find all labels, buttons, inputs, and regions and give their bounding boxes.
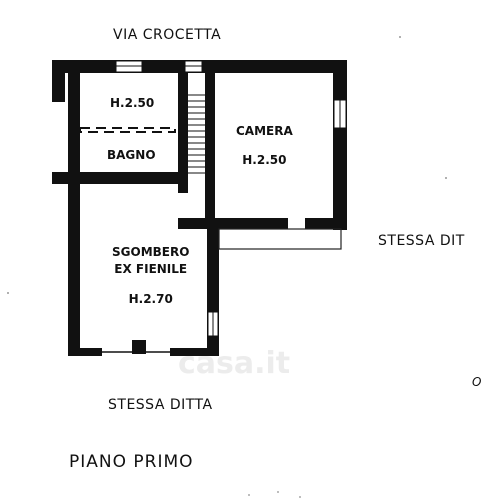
room-sgombero-label2: EX FIENILE xyxy=(114,262,188,277)
wall-stair-right xyxy=(205,73,215,219)
wall-bagno-bottom xyxy=(52,172,180,184)
wall-sgombero-bottom-right xyxy=(170,348,219,356)
room-upper-left-label: H.2.50 xyxy=(110,96,155,110)
wall-left-mid xyxy=(68,73,80,183)
room-sgombero-label: SGOMBERO xyxy=(112,245,190,259)
neighbor-bottom-label: STESSA DITTA xyxy=(108,397,213,413)
edge-fragment: O xyxy=(472,375,482,389)
partition-bagno xyxy=(79,127,176,133)
street-label: VIA CROCETTA xyxy=(113,27,222,43)
wall-left-upper xyxy=(52,60,65,102)
room-camera-height: H.2.50 xyxy=(242,153,287,168)
wall-camera-bottom xyxy=(178,218,288,229)
wall-sgombero-bottom xyxy=(68,348,102,356)
wall-left-lower xyxy=(68,183,80,353)
stair-treads xyxy=(188,94,205,174)
room-sgombero: SGOMBERO EX FIENILE H.2.70 xyxy=(112,244,189,308)
wall-sgombero-bottom-mid xyxy=(132,340,146,354)
floor-title: PIANO PRIMO xyxy=(69,452,194,472)
room-camera-label: CAMERA xyxy=(236,124,293,138)
watermark: casa.it xyxy=(178,346,291,381)
balcony xyxy=(218,228,342,250)
room-upper-left: H.2.50 xyxy=(110,95,154,112)
wall-stair-left xyxy=(178,73,188,193)
wall-camera-right xyxy=(333,60,347,230)
wall-camera-bottom-right xyxy=(305,218,347,229)
neighbor-right-label: STESSA DIT xyxy=(378,233,465,249)
room-sgombero-height: H.2.70 xyxy=(128,291,173,306)
room-bagno-label: BAGNO xyxy=(107,148,156,162)
room-camera: CAMERA H.2.50 xyxy=(236,123,293,170)
room-bagno: BAGNO xyxy=(107,147,156,164)
